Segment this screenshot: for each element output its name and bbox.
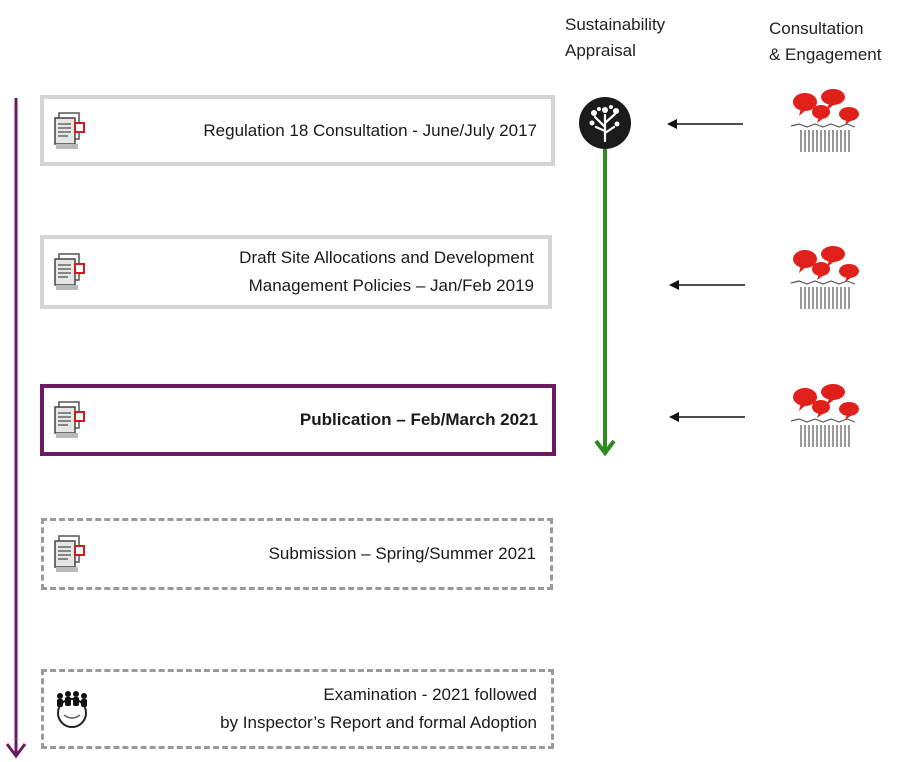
- stage-label: Publication – Feb/March 2021: [299, 410, 538, 429]
- document-icon: [54, 535, 85, 572]
- stage-publication: Publication – Feb/March 2021: [40, 384, 556, 456]
- consultation-engagement-header: Consultation & Engagement: [769, 19, 882, 64]
- stage-examination: Examination - 2021 followed by Inspector…: [41, 669, 554, 749]
- stage-label: Examination - 2021 followed by Inspector…: [220, 685, 537, 732]
- arrow-left-icon: [669, 412, 745, 422]
- arrow-left-icon: [667, 119, 743, 129]
- speech-bubbles-icon: [790, 384, 859, 447]
- document-icon: [54, 111, 85, 149]
- timeline-arrow: [5, 98, 27, 759]
- stage-submission: Submission – Spring/Summer 2021: [41, 518, 553, 590]
- speech-bubbles-icon: [790, 246, 859, 309]
- speech-bubbles-icon: [790, 89, 859, 152]
- sustainability-arrow: [579, 97, 631, 457]
- sustainability-appraisal-header: Sustainability Appraisal: [565, 15, 666, 60]
- stage-draft-site-allocations: Draft Site Allocations and Development M…: [40, 235, 552, 309]
- people-circle-icon: [57, 691, 87, 728]
- stage-label: Regulation 18 Consultation - June/July 2…: [203, 120, 537, 140]
- stage-label: Submission – Spring/Summer 2021: [268, 544, 536, 563]
- stage-label: Draft Site Allocations and Development M…: [239, 248, 534, 295]
- stage-regulation-18: Regulation 18 Consultation - June/July 2…: [40, 95, 555, 166]
- document-icon: [54, 253, 85, 290]
- document-icon: [54, 401, 85, 438]
- arrow-left-icon: [669, 280, 745, 290]
